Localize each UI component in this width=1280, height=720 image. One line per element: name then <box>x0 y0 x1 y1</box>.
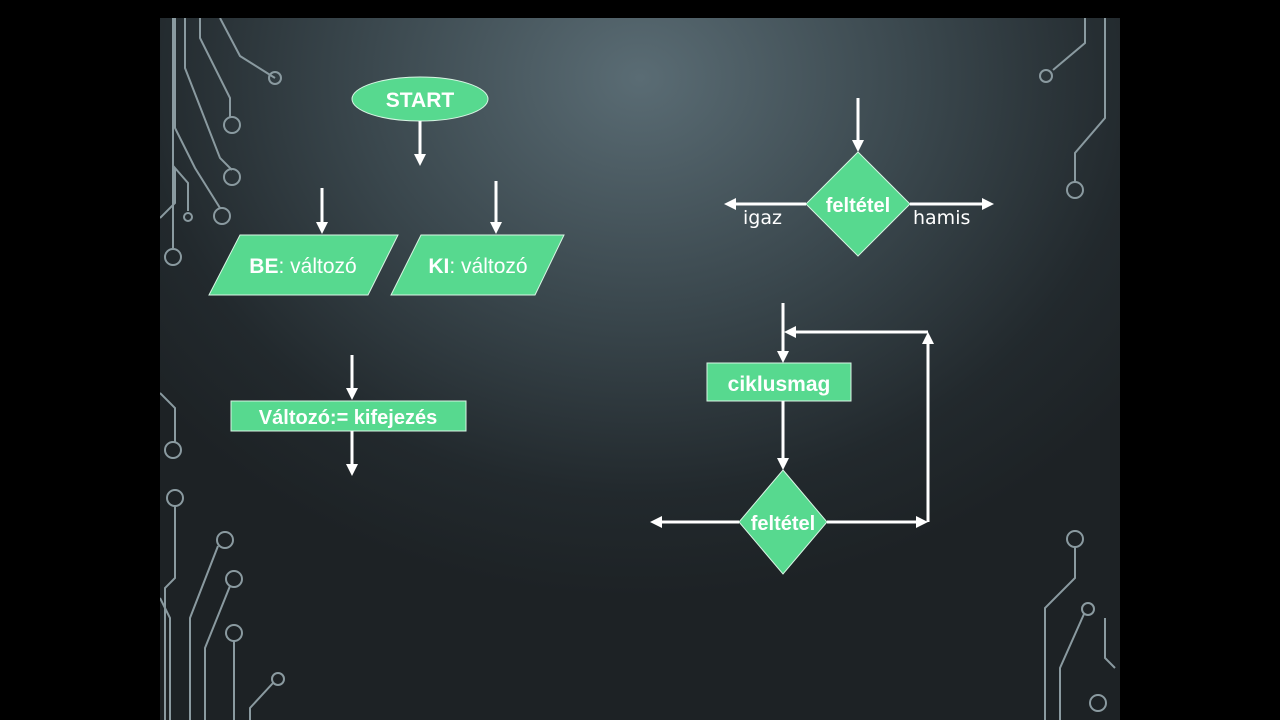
loop-body-box <box>706 362 852 402</box>
assignment-label: Változó:= kifejezés <box>259 407 437 429</box>
loop-in-arrow <box>777 303 789 363</box>
true-branch-label: igaz <box>743 207 782 229</box>
loop-condition-label: feltétel <box>751 513 815 535</box>
decision-label: feltétel <box>826 195 890 217</box>
output-parallelogram <box>390 234 565 296</box>
output-arrow <box>490 181 502 234</box>
start-arrow <box>414 121 426 166</box>
true-arrow <box>724 198 806 210</box>
flowchart-diagram: START BE: változó KI: változó Változó:= … <box>160 18 1116 720</box>
assignment-in-arrow <box>346 355 358 400</box>
output-keyword: KI <box>428 255 449 278</box>
circuit-decoration <box>160 18 1116 720</box>
input-arrow <box>316 188 328 234</box>
loop-body-label: ciklusmag <box>728 373 831 396</box>
loop-body-out-arrow <box>777 401 789 470</box>
slide: START BE: változó KI: változó Változó:= … <box>160 18 1120 720</box>
input-parallelogram <box>208 234 399 296</box>
assignment-out-arrow <box>346 431 358 476</box>
loop-back-arrow <box>784 326 934 528</box>
decision-diamond <box>805 151 911 257</box>
output-variable: : változó <box>449 255 527 278</box>
input-keyword: BE <box>249 255 278 278</box>
assignment-box <box>230 400 467 432</box>
decision-in-arrow <box>852 98 864 152</box>
start-label: START <box>386 89 455 112</box>
false-arrow <box>910 198 994 210</box>
input-label: BE: változó <box>249 255 356 278</box>
false-branch-label: hamis <box>913 207 970 229</box>
input-variable: : változó <box>278 255 356 278</box>
output-label: KI: változó <box>428 255 527 278</box>
loop-condition-diamond <box>738 469 828 575</box>
loop-exit-arrow <box>650 516 739 528</box>
